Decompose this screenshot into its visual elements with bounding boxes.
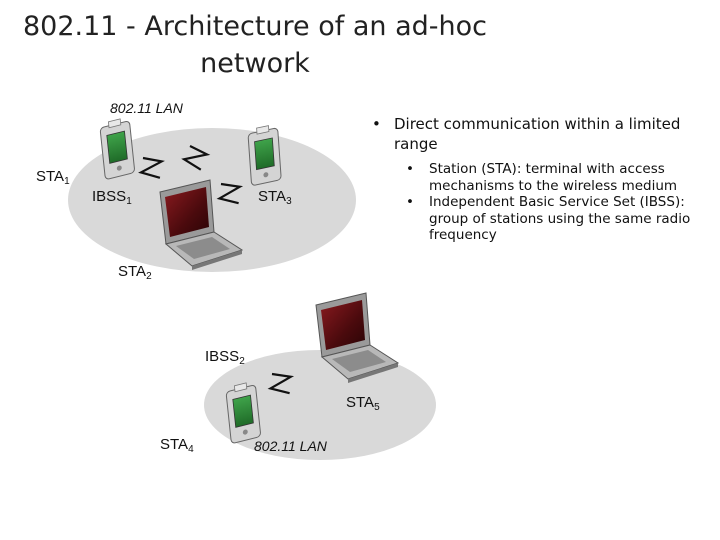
sta2-label: STA2 — [118, 263, 152, 282]
bullet-sub-text: Independent Basic Service Set (IBSS): gr… — [429, 194, 691, 243]
lan-label-bottom: 802.11 LAN — [254, 438, 327, 454]
sta4-label: STA4 — [160, 436, 194, 455]
bullet-sub-item: • Station (STA): terminal with access me… — [400, 161, 705, 194]
sta1-label: STA1 — [36, 168, 70, 187]
title-line-1: 802.11 - Architecture of an ad-hoc — [22, 11, 487, 42]
bullet-sub-item: • Independent Basic Service Set (IBSS): … — [400, 194, 705, 244]
title-line-2: network — [200, 48, 310, 79]
bullet-main-text: Direct communication within a limited ra… — [394, 115, 681, 153]
sta3-pda-icon — [247, 124, 283, 187]
bullet-sub-text: Station (STA): terminal with access mech… — [429, 161, 678, 194]
bullet-sub-list: • Station (STA): terminal with access me… — [400, 161, 705, 244]
sta4-pda-icon — [224, 381, 262, 445]
sta3-label: STA3 — [258, 188, 292, 207]
slide-title: 802.11 - Architecture of an ad-hoc netwo… — [20, 8, 490, 82]
sta5-label: STA5 — [346, 394, 380, 413]
sta1-pda-icon — [98, 117, 136, 181]
ibss2-area — [204, 350, 436, 460]
bullet-main: • Direct communication within a limited … — [372, 114, 702, 154]
ibss1-label: IBSS1 — [92, 188, 132, 207]
ibss2-label: IBSS2 — [205, 348, 245, 367]
lan-label-top: 802.11 LAN — [110, 100, 183, 116]
